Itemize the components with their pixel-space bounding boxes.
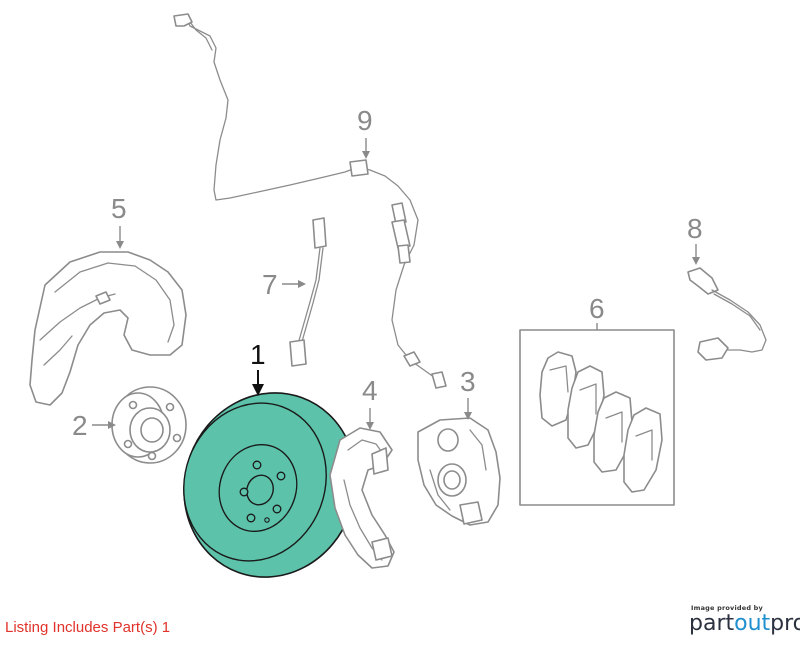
rotor-bolt-hole xyxy=(239,487,249,497)
brake-pad-set-drawing[interactable] xyxy=(519,329,675,506)
callout-3[interactable]: 3 xyxy=(460,366,476,420)
callout-7[interactable]: 7 xyxy=(262,269,306,300)
partoutpro-logo[interactable]: Image provided by partoutpro xyxy=(689,604,800,636)
brand-part: part xyxy=(689,611,735,636)
callout-number-8: 8 xyxy=(687,213,703,244)
splash-shield-drawing[interactable] xyxy=(29,251,187,406)
rotor-bolt-hole xyxy=(246,513,256,523)
callout-2[interactable]: 2 xyxy=(72,410,116,441)
callout-number-4: 4 xyxy=(362,375,378,406)
rotor-locator-hole xyxy=(264,517,270,523)
pad-wear-sensor-drawing[interactable] xyxy=(289,217,327,367)
rotor-bolt-hole xyxy=(252,460,262,470)
callout-number-7: 7 xyxy=(262,269,278,300)
callout-number-2: 2 xyxy=(72,410,88,441)
callout-number-5: 5 xyxy=(111,193,127,224)
listing-includes-note: Listing Includes Part(s) 1 xyxy=(5,619,171,636)
wheel-hub-drawing[interactable] xyxy=(111,386,187,464)
caliper-bracket-drawing[interactable] xyxy=(329,427,395,569)
brand-wordmark: partoutpro xyxy=(689,611,800,636)
callout-5[interactable]: 5 xyxy=(111,193,127,249)
callout-number-3: 3 xyxy=(460,366,476,397)
callout-8[interactable]: 8 xyxy=(687,213,703,265)
callout-4[interactable]: 4 xyxy=(362,375,378,430)
rear-pad-wear-sensor-drawing[interactable] xyxy=(687,267,767,361)
callout-number-9: 9 xyxy=(357,105,373,136)
abs-speed-sensor-drawing[interactable] xyxy=(173,13,447,389)
callout-number-6: 6 xyxy=(589,293,605,324)
callout-9[interactable]: 9 xyxy=(357,105,373,159)
rotor-bolt-hole xyxy=(272,504,282,514)
callout-number-1: 1 xyxy=(250,339,266,370)
rotor-bolt-hole xyxy=(276,471,286,481)
brand-out: out xyxy=(734,611,771,636)
brand-caption: Image provided by xyxy=(691,604,763,612)
rotor-center-bore xyxy=(246,474,274,506)
brake-caliper-drawing[interactable] xyxy=(417,417,501,526)
brand-pro: pro xyxy=(770,611,800,636)
callout-6[interactable]: 6 xyxy=(589,293,605,330)
callout-1[interactable]: 1 xyxy=(250,339,266,396)
